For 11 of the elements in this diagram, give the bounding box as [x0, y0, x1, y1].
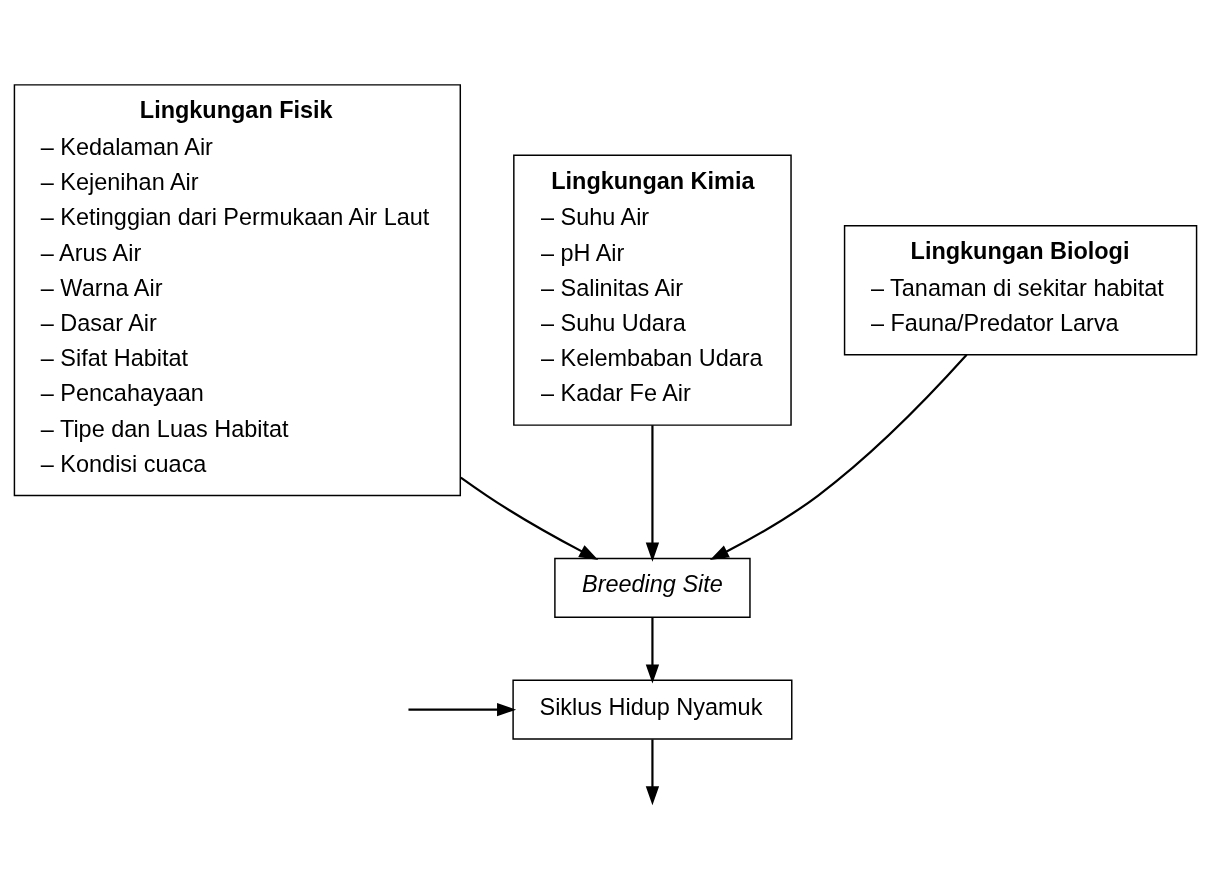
- arrow: [709, 354, 968, 561]
- node-box: Lingkungan Fisik – Kedalaman Air – Kejenihan Air – Ketinggian dari Permukaan Air Laut – Arus Air – Warna Air – Dasar Air – Sifat Habitat – Pencahayaan – Tipe dan Luas Habitat – Kondisi cuaca: [13, 84, 462, 497]
- arrow: [460, 476, 599, 560]
- node-box: Breeding Site: [554, 557, 751, 618]
- node-box: Lingkungan Biologi – Tanaman di sekitar habitat – Fauna/Predator Larva: [843, 224, 1198, 356]
- arrow: [645, 739, 660, 806]
- node-box: Siklus Hidup Nyamuk: [512, 679, 793, 740]
- node-box: Lingkungan Kimia – Suhu Air – pH Air – Salinitas Air – Suhu Udara – Kelembaban Udara – Kadar Fe Air: [513, 154, 792, 426]
- arrow: [645, 425, 660, 562]
- arrow: [645, 617, 660, 684]
- arrow: [408, 703, 517, 717]
